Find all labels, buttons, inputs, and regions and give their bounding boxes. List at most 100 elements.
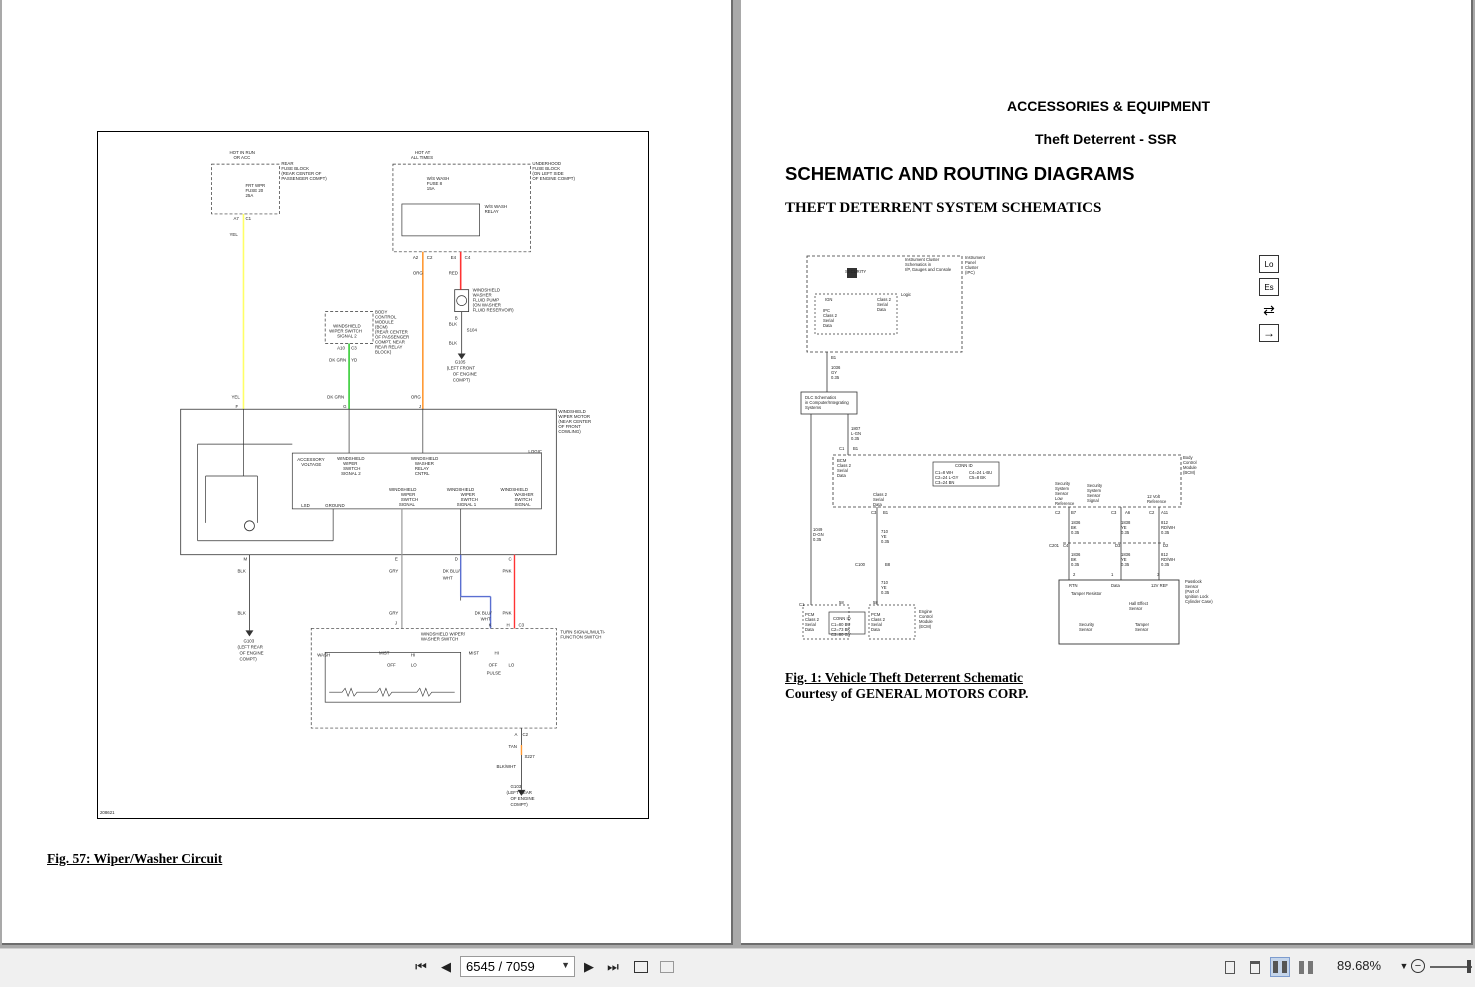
facing-view-button[interactable] bbox=[1270, 957, 1290, 977]
diagram-label: OF ENGINE COMPT) bbox=[532, 176, 575, 181]
diagram-label: (BCM) bbox=[1183, 470, 1196, 475]
figure-caption-theft-deterrent: Fig. 1: Vehicle Theft Deterrent Schemati… bbox=[785, 670, 1023, 685]
diagram-label: C bbox=[509, 557, 512, 562]
diagram-label: BLK bbox=[237, 610, 245, 615]
diagram-label: MIST bbox=[469, 650, 480, 655]
diagram-label: Sensor bbox=[1135, 627, 1149, 632]
diagram-label: COWLING) bbox=[558, 429, 581, 434]
diagram-label: B1 bbox=[883, 510, 889, 515]
diagram-label: YE bbox=[1121, 525, 1127, 530]
diagram-label: SIGNAL bbox=[399, 502, 416, 507]
diagram-label: TURN SIGNAL/MULTI- bbox=[560, 629, 605, 634]
diagram-label: HOT IN RUN bbox=[230, 150, 255, 155]
diagram-label: Sensor bbox=[1185, 584, 1199, 589]
diagram-label: 0.35 bbox=[881, 590, 890, 595]
main-heading: SCHEMATIC AND ROUTING DIAGRAMS bbox=[785, 163, 1135, 184]
diagram-label: PNK bbox=[503, 610, 512, 615]
diagram-label: WIPER bbox=[343, 461, 357, 466]
diagram-label: D-GN bbox=[813, 532, 824, 537]
chevron-down-icon[interactable]: ▼ bbox=[561, 960, 570, 970]
diagram-label: Data bbox=[877, 307, 887, 312]
diagram-label: YE bbox=[881, 585, 887, 590]
rotate-view-button[interactable] bbox=[631, 957, 651, 977]
diagram-label: Data bbox=[873, 502, 883, 507]
diagram-label: Control bbox=[1183, 460, 1197, 465]
next-page-button[interactable]: ▶ bbox=[579, 957, 599, 977]
zoom-out-button[interactable]: − bbox=[1408, 956, 1428, 976]
diagram-label: WINDSHIELD bbox=[337, 456, 364, 461]
diagram-label: Passlock bbox=[1185, 579, 1203, 584]
prev-page-button[interactable]: ◀ bbox=[436, 957, 456, 977]
first-page-button[interactable]: ⏮ bbox=[411, 957, 431, 977]
fit-page-icon bbox=[660, 961, 674, 973]
diagram-label: RTN bbox=[1069, 583, 1078, 588]
diagram-label: YE bbox=[881, 534, 887, 539]
diagram-label: Signal bbox=[1087, 498, 1099, 503]
zoom-slider-track[interactable] bbox=[1430, 966, 1472, 968]
diagram-label: B bbox=[455, 316, 458, 321]
diagram-label: E4 bbox=[451, 255, 457, 260]
diagram-label: OF ENGINE bbox=[453, 371, 477, 376]
facing-page-icon bbox=[1273, 961, 1287, 973]
diagram-label: SIGNAL 1 bbox=[457, 502, 477, 507]
diagram-label: Class 2 bbox=[805, 617, 820, 622]
diagram-label: Serial bbox=[837, 468, 848, 473]
last-page-button[interactable]: ⏭ bbox=[603, 957, 623, 977]
diagram-label: CNTRL bbox=[415, 471, 430, 476]
diagram-label: 1807 bbox=[851, 426, 861, 431]
continuous-facing-view-button[interactable] bbox=[1296, 957, 1316, 977]
diagram-label: REAR RELAY bbox=[375, 344, 402, 349]
diagram-label: Systems bbox=[805, 405, 821, 410]
system-header: Theft Deterrent - SSR bbox=[1035, 131, 1177, 147]
route-icon[interactable]: ⇄ bbox=[1259, 301, 1279, 319]
diagram-label: Tamper Resistor bbox=[1071, 591, 1102, 596]
diagram-label: FUNCTION SWITCH bbox=[560, 634, 601, 639]
continuous-view-button[interactable] bbox=[1245, 957, 1265, 977]
next-arrow-icon[interactable]: → bbox=[1259, 324, 1279, 342]
diagram-label: FUSE 20 bbox=[245, 188, 263, 193]
diagram-label: WASHER bbox=[473, 293, 492, 298]
diagram-label: 0.35 bbox=[1071, 530, 1080, 535]
diagram-label: BLK bbox=[449, 322, 457, 327]
diagram-label: 208621 bbox=[100, 810, 115, 815]
zoom-dropdown-button[interactable]: ▼ bbox=[1394, 956, 1414, 976]
diagram-label: (LEFT FRONT bbox=[447, 365, 476, 370]
diagram-label: 58 bbox=[839, 600, 844, 605]
legend-icon[interactable]: Lo bbox=[1259, 255, 1279, 273]
diagram-label: YD bbox=[351, 357, 357, 362]
zoom-level[interactable]: 89.68% bbox=[1337, 958, 1382, 973]
page-number-input[interactable]: 6545 / 7059 ▼ bbox=[460, 956, 575, 977]
prev-page-icon: ◀ bbox=[441, 959, 451, 974]
diagram-label: C5=8 BK bbox=[969, 475, 986, 480]
diagram-label: CONN ID bbox=[833, 616, 851, 621]
diagram-label: OFF bbox=[489, 662, 498, 667]
diagram-label: YE bbox=[1121, 557, 1127, 562]
single-page-view-button[interactable] bbox=[1220, 957, 1240, 977]
diagram-label: BLK bbox=[237, 569, 245, 574]
fit-page-button[interactable] bbox=[657, 957, 677, 977]
diagram-label: HI bbox=[411, 652, 415, 657]
diagram-label: WINDSHIELD WIPER/ bbox=[421, 631, 466, 636]
diagram-label: VOLTAGE bbox=[301, 462, 321, 467]
zoom-slider-handle[interactable] bbox=[1467, 960, 1471, 973]
diagram-label: F bbox=[236, 404, 239, 409]
diagram-label: WASHER SWITCH bbox=[421, 636, 459, 641]
diagram-label: SWITCH bbox=[461, 497, 478, 502]
diagram-label: ACCESSORY bbox=[297, 457, 324, 462]
diagram-label: B1 bbox=[853, 446, 859, 451]
diagram-label: 812 bbox=[1161, 520, 1169, 525]
diagram-label: MIST bbox=[379, 650, 390, 655]
diagram-label: UNDERHOOD bbox=[532, 161, 561, 166]
legend-icon-2[interactable]: Es bbox=[1259, 278, 1279, 296]
diagram-label: WASH bbox=[317, 652, 330, 657]
diagram-label: 3 bbox=[1157, 572, 1160, 577]
diagram-label: Class 2 bbox=[873, 492, 888, 497]
diagram-label: Body bbox=[1183, 455, 1193, 460]
diagram-label: J bbox=[395, 620, 397, 625]
diagram-label: 812 bbox=[1161, 552, 1169, 557]
diagram-label: ALL TIMES bbox=[411, 155, 433, 160]
diagram-label: WASHER bbox=[514, 492, 533, 497]
diagram-label: C2 bbox=[427, 255, 433, 260]
continuous-facing-icon bbox=[1299, 960, 1313, 974]
